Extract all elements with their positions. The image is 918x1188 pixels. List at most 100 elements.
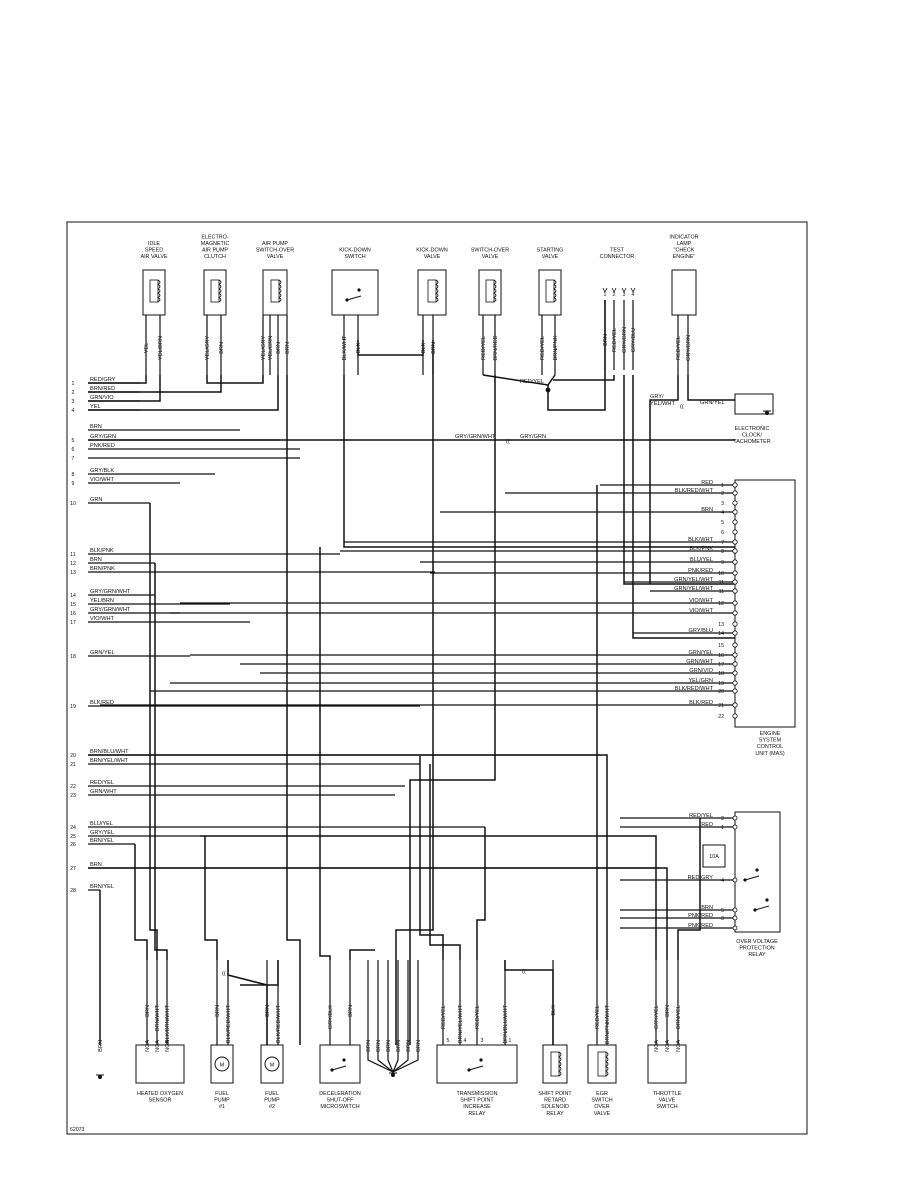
bottom-pin-label: BRN xyxy=(215,1005,221,1017)
terminal-wire-label: VIO/WHT xyxy=(90,616,115,622)
wire xyxy=(154,563,168,960)
relay-pin xyxy=(732,925,738,931)
bottom-pin-label: GRY/BLK xyxy=(328,1005,334,1029)
connector-pin xyxy=(602,287,608,293)
ecu-pin-wire-label: GRN/YEL/WHT xyxy=(674,586,713,592)
ecu-pin xyxy=(732,621,738,627)
ecu-pin-wire-label: BLK/RED/WHT xyxy=(675,686,714,692)
star-ground-label: BRN xyxy=(376,1040,382,1052)
terminal-number: 20 xyxy=(70,753,76,759)
wire xyxy=(88,375,147,384)
relay-pin-number: 3 xyxy=(721,916,724,922)
motor-icon xyxy=(214,1056,230,1072)
terminal-wire-label: BRN xyxy=(90,424,102,430)
red-yel-label: RED/YEL xyxy=(520,379,544,385)
star-ground-wire xyxy=(367,960,394,1073)
ground-symbol xyxy=(96,1074,104,1079)
ecu-label: CONTROL xyxy=(757,744,783,750)
ground-dot xyxy=(391,1073,395,1077)
terminal-wire-label: GRY/GRN/WHT xyxy=(90,607,131,613)
terminal-number: 7 xyxy=(72,456,75,462)
relay-pin-number: 5 xyxy=(447,1038,450,1044)
tach-wire-label: GRN/YEL xyxy=(700,400,725,406)
ecu-pin-number: 8 xyxy=(721,549,724,555)
wire xyxy=(88,754,608,960)
switch-lever xyxy=(346,295,362,301)
ecu-pin-number: 20 xyxy=(718,689,724,695)
switch-lever xyxy=(754,905,770,911)
tachometer-label: TACHOMETER xyxy=(733,439,770,445)
ecu-pin-wire-label: GRN/WHT xyxy=(686,659,713,665)
ecu-pin-number: 12 xyxy=(718,601,724,607)
motor-symbol: M xyxy=(220,1063,225,1069)
top-component-label: INDICATOR xyxy=(669,234,698,240)
terminal-wire-label: GRN xyxy=(90,497,102,503)
bottom-pin-label: BLK/RED/WHT xyxy=(276,1004,282,1043)
terminal-number: 21 xyxy=(70,762,76,768)
terminal-number: 28 xyxy=(70,888,76,894)
ecu-pin-number: 6 xyxy=(721,530,724,536)
component-pin-label: RED/YEL xyxy=(481,336,487,360)
switch-contact xyxy=(755,868,759,872)
wire xyxy=(240,960,279,986)
ecu-pin-wire-label: BLK/PNK xyxy=(689,546,713,552)
bottom-pin-label: BLK xyxy=(551,1005,557,1016)
connector-pin xyxy=(621,287,627,293)
bottom-pin-label: BRN/YEL xyxy=(676,1005,682,1029)
ecu-pin xyxy=(732,702,738,708)
bottom-component-label: VALVE xyxy=(594,1111,611,1117)
terminal-wire-label: RED/YEL xyxy=(90,780,114,786)
coil-frame xyxy=(270,279,280,303)
terminal-wire-label: BRN/BLU/WHT xyxy=(90,749,129,755)
ecu-pin-number: 14 xyxy=(718,631,724,637)
terminal-wire-label: RED/GRY xyxy=(90,377,116,383)
top-component-label: CONNECTOR xyxy=(600,254,635,260)
wire xyxy=(623,375,735,585)
ecu-pin xyxy=(732,529,738,535)
terminal-number: 6 xyxy=(72,447,75,453)
top-component-label: AIR PUMP xyxy=(202,248,228,254)
ecu-pin-number: 11 xyxy=(719,580,724,586)
ecu-pin-number: 7 xyxy=(721,540,724,546)
bottom-pin-label: RED/YEL xyxy=(475,1005,481,1029)
terminal-number: 24 xyxy=(70,825,76,831)
top-component-label: AIR VALVE xyxy=(140,254,167,260)
switch-lever xyxy=(468,1065,484,1071)
component-pin-label: BLK/WHT xyxy=(342,335,348,360)
diagram-frame xyxy=(66,221,808,1135)
relay-pin xyxy=(732,915,738,921)
coil-frame xyxy=(149,279,159,303)
wire xyxy=(482,374,556,386)
bottom-component-label: OVER xyxy=(594,1104,609,1110)
wire xyxy=(134,844,148,960)
ecu-pin-number: 18 xyxy=(718,671,724,677)
wire xyxy=(649,375,679,584)
top-component-label: MAGNETIC xyxy=(201,241,230,247)
terminal-wire-label: BRN/YEL xyxy=(90,838,114,844)
relay-pin-number: 4 xyxy=(464,1038,467,1044)
ecu-label: SYSTEM xyxy=(759,738,782,744)
terminal-number: 9 xyxy=(72,481,75,487)
component-pin-label: BRN xyxy=(219,342,225,354)
ecu-pin xyxy=(732,652,738,658)
terminal-number: 5 xyxy=(72,438,75,444)
ecu-pin-wire-label: BRN xyxy=(701,507,713,513)
ecu-pin-wire-label: GRN/YEL xyxy=(688,650,713,656)
coil-symbol xyxy=(597,1051,609,1077)
bottom-pin-label: RED/YEL xyxy=(595,1005,601,1029)
top-component-label: VALVE xyxy=(267,254,284,260)
terminal-number: 19 xyxy=(70,704,76,710)
top-component-label: ELECTRO- xyxy=(201,234,228,240)
top-component-label: SPEED xyxy=(145,248,163,254)
terminal-number: 27 xyxy=(70,866,76,872)
terminal-wire-label: BRN xyxy=(90,557,102,563)
relay-pin-number: 1 xyxy=(509,1038,512,1044)
terminal-number: 1 xyxy=(72,381,75,387)
wire xyxy=(504,960,554,1045)
bottom-component-box xyxy=(319,1044,361,1084)
ecu-pin xyxy=(732,509,738,515)
ecu-pin-number: 1 xyxy=(721,483,724,489)
wire xyxy=(227,960,268,1045)
ecu-pin-number: 11 xyxy=(719,589,724,595)
